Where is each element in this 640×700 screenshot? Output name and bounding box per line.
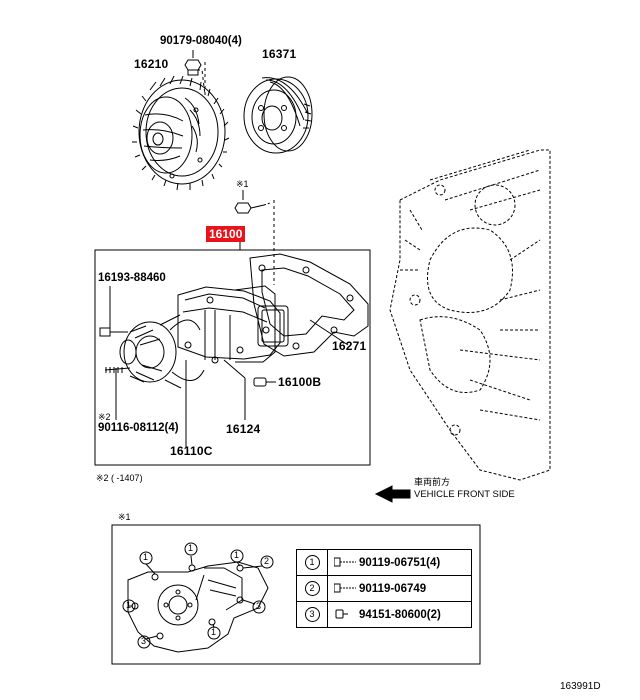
stud-bolt-label: 90116-08112(4) xyxy=(98,422,179,434)
note-mark-2: ※2 xyxy=(98,412,111,422)
vehicle-front-jp: 車両前方 xyxy=(414,477,451,487)
pulley-drawing xyxy=(243,76,313,154)
pulley-label: 16371 xyxy=(262,47,297,61)
gasket-drawing xyxy=(249,253,369,357)
engine-block-drawing xyxy=(389,149,551,481)
inset-callout-1a: 1 xyxy=(143,552,149,562)
inset-callout-1b: 1 xyxy=(188,543,194,553)
assembly-part-number[interactable]: 16100 xyxy=(206,226,246,242)
legend-row: 2 90119-06749 xyxy=(296,575,472,602)
nut-icon xyxy=(335,609,348,619)
fan-nut-label: 90179-08040(4) xyxy=(160,35,242,47)
legend-number: 2 xyxy=(304,581,320,596)
inset-callout-1e: 1 xyxy=(211,627,217,637)
legend-number: 1 xyxy=(304,555,320,570)
inset-pump-drawing xyxy=(127,555,269,653)
inset-callout-3b: 3 xyxy=(141,636,147,646)
bolt-icon xyxy=(334,583,356,593)
pump-sub-label: 16110C xyxy=(170,444,213,458)
inset-frame xyxy=(111,524,481,665)
vehicle-front-en: VEHICLE FRONT SIDE xyxy=(414,489,515,500)
inset-mark: ※1 xyxy=(118,512,131,522)
bolt-main-label: 16193-88460 xyxy=(98,272,166,284)
plug-label: 16100B xyxy=(278,375,322,389)
figure-code: 163991D xyxy=(560,681,601,692)
legend-part-number[interactable]: 90119-06751(4) xyxy=(359,556,441,569)
fan-nut-drawing xyxy=(184,50,206,98)
legend-part-number[interactable]: 94151-80600(2) xyxy=(359,608,441,621)
gasket-label: 16271 xyxy=(332,339,367,353)
legend-row: 1 90119-06751(4) xyxy=(296,549,472,576)
bolt-legend-table: 1 90119-06751(4) 2 90119-06749 3 94151-8… xyxy=(296,549,472,628)
vehicle-front-arrow xyxy=(374,485,411,503)
fan-clutch-label: 16210 xyxy=(134,57,169,71)
inset-callout-2: 2 xyxy=(264,556,270,566)
inset-callouts xyxy=(122,542,274,649)
legend-part-number[interactable]: 90119-06749 xyxy=(359,582,427,595)
inset-callout-1d: 1 xyxy=(126,600,132,610)
note-mark-1: ※1 xyxy=(236,179,249,189)
bolt-icon xyxy=(334,557,356,567)
bolt-mark-drawing xyxy=(234,190,275,285)
footnote: ※2 ( -1407) xyxy=(96,473,143,483)
legend-number: 3 xyxy=(304,607,320,622)
water-pump-drawing xyxy=(99,285,349,448)
fan-clutch-drawing xyxy=(132,75,230,191)
pump-body-label: 16124 xyxy=(226,422,261,436)
inset-callout-3a: 3 xyxy=(256,601,262,611)
legend-row: 3 94151-80600(2) xyxy=(296,601,472,628)
inset-callout-1c: 1 xyxy=(234,550,240,560)
